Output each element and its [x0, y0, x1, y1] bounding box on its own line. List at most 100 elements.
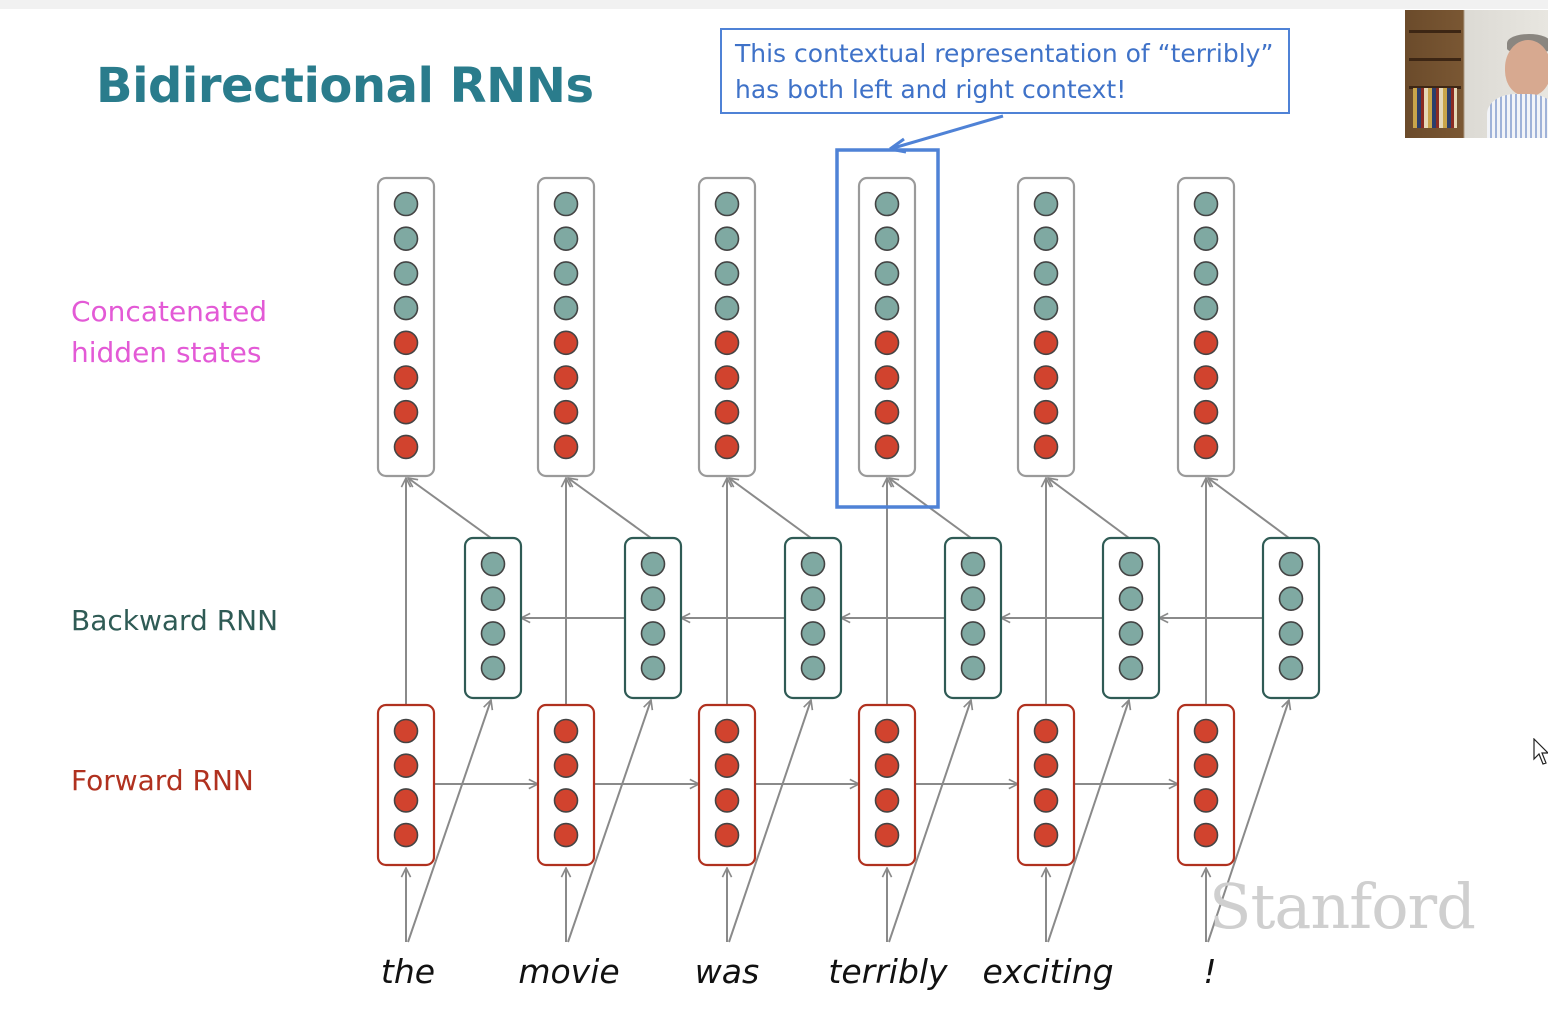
- hidden-unit: [874, 753, 900, 779]
- hidden-unit: [480, 621, 506, 646]
- hidden-unit: [1033, 365, 1059, 390]
- hidden-unit: [714, 822, 740, 848]
- hidden-unit: [960, 621, 986, 646]
- hidden-unit: [640, 551, 666, 577]
- callout-line: has both left and right context!: [735, 75, 1127, 104]
- callout-box: This contextual representation of “terri…: [720, 28, 1290, 114]
- hidden-unit: [1033, 330, 1059, 356]
- hidden-unit: [393, 822, 419, 848]
- concatenated-hidden-state: [536, 176, 596, 478]
- hidden-unit: [640, 621, 666, 646]
- hidden-unit: [1193, 434, 1219, 460]
- callout-pointer-head: [889, 137, 907, 154]
- backward-hidden-state: [783, 536, 843, 700]
- hidden-unit: [393, 434, 419, 460]
- hidden-unit: [1193, 330, 1219, 356]
- hidden-unit: [874, 434, 900, 460]
- hidden-unit: [553, 226, 579, 251]
- input-to-backward-arrow: [1207, 700, 1289, 943]
- hidden-unit: [1118, 655, 1144, 681]
- forward-hidden-state: [1016, 703, 1076, 867]
- highlight-box: [835, 148, 940, 509]
- slide-title: Bidirectional RNNs: [96, 58, 594, 114]
- hidden-unit: [1193, 365, 1219, 390]
- hidden-unit: [1193, 399, 1219, 425]
- concatenated-hidden-state: [376, 176, 436, 478]
- hidden-unit: [393, 295, 419, 321]
- presenter-webcam: [1405, 10, 1548, 138]
- hidden-unit: [1193, 295, 1219, 321]
- callout-pointer: [889, 114, 1004, 151]
- hidden-unit: [393, 226, 419, 251]
- hidden-unit: [800, 586, 826, 612]
- forward-hidden-state: [697, 703, 757, 867]
- hidden-unit: [874, 330, 900, 356]
- forward-hidden-state: [857, 703, 917, 867]
- forward-hidden-state: [376, 703, 436, 867]
- hidden-unit: [1278, 655, 1304, 681]
- input-word: the: [380, 952, 436, 991]
- input-to-backward-arrow: [567, 700, 651, 943]
- hidden-unit: [714, 226, 740, 251]
- hidden-unit: [714, 295, 740, 321]
- hidden-unit: [874, 365, 900, 390]
- input-word: !: [1203, 952, 1217, 991]
- input-to-backward-arrow: [728, 700, 811, 943]
- hidden-unit: [874, 226, 900, 251]
- hidden-unit: [874, 788, 900, 813]
- concatenated-label-line: hidden states: [71, 336, 262, 369]
- backward-hidden-state: [463, 536, 523, 700]
- hidden-unit: [714, 365, 740, 390]
- mouse-cursor-icon: [1533, 738, 1548, 765]
- forward-hidden-state: [1176, 703, 1236, 867]
- hidden-unit: [874, 261, 900, 286]
- hidden-unit: [714, 261, 740, 286]
- hidden-unit: [393, 718, 419, 744]
- hidden-unit: [960, 551, 986, 577]
- hidden-unit: [1193, 753, 1219, 779]
- hidden-unit: [393, 365, 419, 390]
- hidden-unit: [714, 718, 740, 744]
- hidden-unit: [553, 191, 579, 217]
- hidden-unit: [553, 399, 579, 425]
- backward-hidden-state: [623, 536, 683, 700]
- hidden-unit: [874, 399, 900, 425]
- hidden-unit: [553, 753, 579, 779]
- hidden-unit: [1033, 788, 1059, 813]
- hidden-unit: [553, 822, 579, 848]
- hidden-unit: [1033, 434, 1059, 460]
- hidden-unit: [874, 191, 900, 217]
- hidden-unit: [1278, 621, 1304, 646]
- concatenated-hidden-state: [857, 176, 917, 478]
- hidden-unit: [874, 295, 900, 321]
- hidden-unit: [1193, 718, 1219, 744]
- hidden-unit: [553, 788, 579, 813]
- hidden-unit: [553, 261, 579, 286]
- concatenated-label: Concatenated hidden states: [71, 291, 267, 373]
- hidden-unit: [553, 330, 579, 356]
- hidden-unit: [714, 753, 740, 779]
- backward-to-concat-arrow: [729, 478, 812, 539]
- hidden-unit: [1033, 226, 1059, 251]
- input-to-backward-arrow: [1047, 700, 1129, 943]
- hidden-unit: [960, 655, 986, 681]
- hidden-unit: [640, 586, 666, 612]
- backward-to-concat-arrow: [568, 478, 652, 539]
- hidden-unit: [800, 655, 826, 681]
- hidden-unit: [393, 399, 419, 425]
- hidden-unit: [1118, 551, 1144, 577]
- hidden-unit: [1193, 226, 1219, 251]
- input-to-backward-arrow: [407, 700, 491, 943]
- hidden-unit: [874, 718, 900, 744]
- hidden-unit: [553, 295, 579, 321]
- callout-line: This contextual representation of “terri…: [735, 39, 1274, 68]
- hidden-unit: [800, 551, 826, 577]
- backward-rnn-label: Backward RNN: [71, 604, 279, 637]
- forward-rnn-label: Forward RNN: [71, 764, 254, 797]
- backward-hidden-state: [1101, 536, 1161, 700]
- hidden-unit: [874, 822, 900, 848]
- hidden-unit: [553, 718, 579, 744]
- input-word: terribly: [828, 952, 948, 991]
- hidden-unit: [1278, 551, 1304, 577]
